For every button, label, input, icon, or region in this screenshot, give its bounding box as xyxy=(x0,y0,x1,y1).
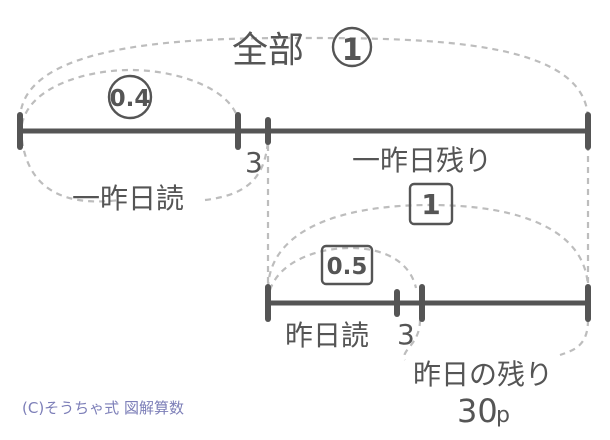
rest-value-box xyxy=(408,182,454,226)
answer-value: 30 xyxy=(457,392,498,430)
yesterday-ratio-circle xyxy=(107,74,153,120)
yesterday-rest-label: 一昨日残り xyxy=(352,144,492,177)
whole-label: 全部 xyxy=(232,30,304,71)
yesterday-ratio: 0.4 xyxy=(110,86,151,112)
yesterday-read-label: 一昨日読 xyxy=(72,182,184,215)
today-ratio: 0.5 xyxy=(327,254,368,280)
yesterday-read-brace-bottom xyxy=(20,139,270,203)
whole-brace-dashed xyxy=(18,36,590,121)
whole-value-circle xyxy=(331,26,373,68)
rest-brace xyxy=(266,203,590,291)
credit-text: (C)そうちゃ式 図解算数 xyxy=(22,399,184,417)
read-brace xyxy=(268,246,418,291)
rest-label: 昨日の残り xyxy=(413,358,553,391)
pages-small-2: 3 xyxy=(397,318,415,351)
rest-value: 1 xyxy=(421,188,440,221)
today-ratio-box xyxy=(320,244,374,286)
answer-unit: p xyxy=(496,403,510,428)
pages-small-1: 3 xyxy=(245,146,263,179)
whole-value: 1 xyxy=(342,33,363,68)
yesterday-read-brace-top xyxy=(20,68,240,125)
read-label: 昨日読 xyxy=(285,319,369,352)
remaining-brace xyxy=(403,319,590,361)
